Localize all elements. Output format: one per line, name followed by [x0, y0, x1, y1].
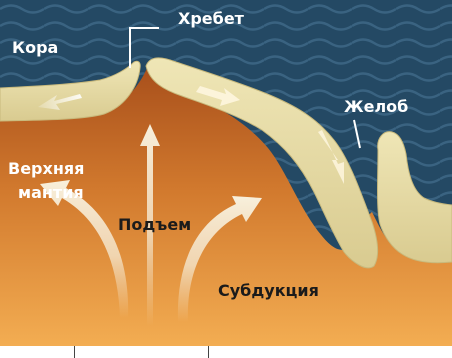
- upper-mantle-label-line2: мантия: [18, 184, 84, 202]
- bottom-divider-right: [208, 346, 209, 358]
- upwelling-label: Подъем: [118, 216, 191, 234]
- upper-mantle-label-line1: Верхняя: [8, 160, 84, 178]
- subduction-label: Субдукция: [218, 282, 319, 300]
- bottom-border-strip: [0, 346, 452, 358]
- crust-label: Кора: [12, 39, 58, 57]
- trench-label: Желоб: [344, 98, 408, 116]
- bottom-divider-left: [74, 346, 75, 358]
- ridge-label: Хребет: [178, 10, 244, 28]
